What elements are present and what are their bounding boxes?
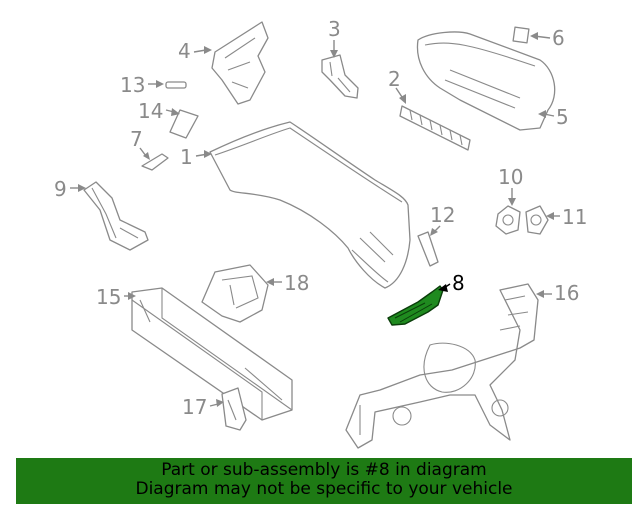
callout-8: 8 [452,271,465,295]
callout-4: 4 [178,39,191,63]
callout-5: 5 [556,105,569,129]
callout-18: 18 [284,271,309,295]
callout-9: 9 [54,177,67,201]
banner-line-1: Part or sub-assembly is #8 in diagram [161,460,487,480]
part-5-diffuser [416,31,556,131]
callout-10: 10 [498,165,523,189]
part-9-side-member [83,181,149,251]
callout-15: 15 [96,285,121,309]
part-13-clip [165,81,187,89]
callout-16: 16 [554,281,579,305]
leader-lines [70,32,560,407]
callout-6: 6 [552,26,565,50]
callout-2: 2 [388,67,401,91]
part-16-tow-hitch [345,283,539,449]
part-3-bracket [321,54,359,99]
callout-14: 14 [138,99,163,123]
banner-line-2: Diagram may not be specific to your vehi… [135,479,513,499]
callout-3: 3 [328,17,341,41]
callout-1: 1 [180,145,193,169]
info-banner: Part or sub-assembly is #8 in diagram Di… [16,458,632,504]
part-15-crossmember [131,287,293,421]
part-18-mount [201,264,269,323]
callout-12: 12 [430,203,455,227]
callout-13: 13 [120,73,145,97]
callout-11: 11 [562,205,587,229]
part-14-plate [169,109,199,139]
callout-7: 7 [130,127,143,151]
part-2-grille-strip [399,105,471,151]
part-8-highlighted [387,285,444,326]
part-17-bracket [221,387,247,431]
part-11-sensor [525,205,549,235]
part-7-tab [141,153,169,171]
part-12-bracket [417,231,439,267]
callout-17: 17 [182,395,207,419]
part-10-sensor-bracket [495,205,521,235]
part-4-side-bracket [211,21,269,105]
part-6-clip [512,26,530,44]
part-1-bumper-cover [209,121,411,289]
